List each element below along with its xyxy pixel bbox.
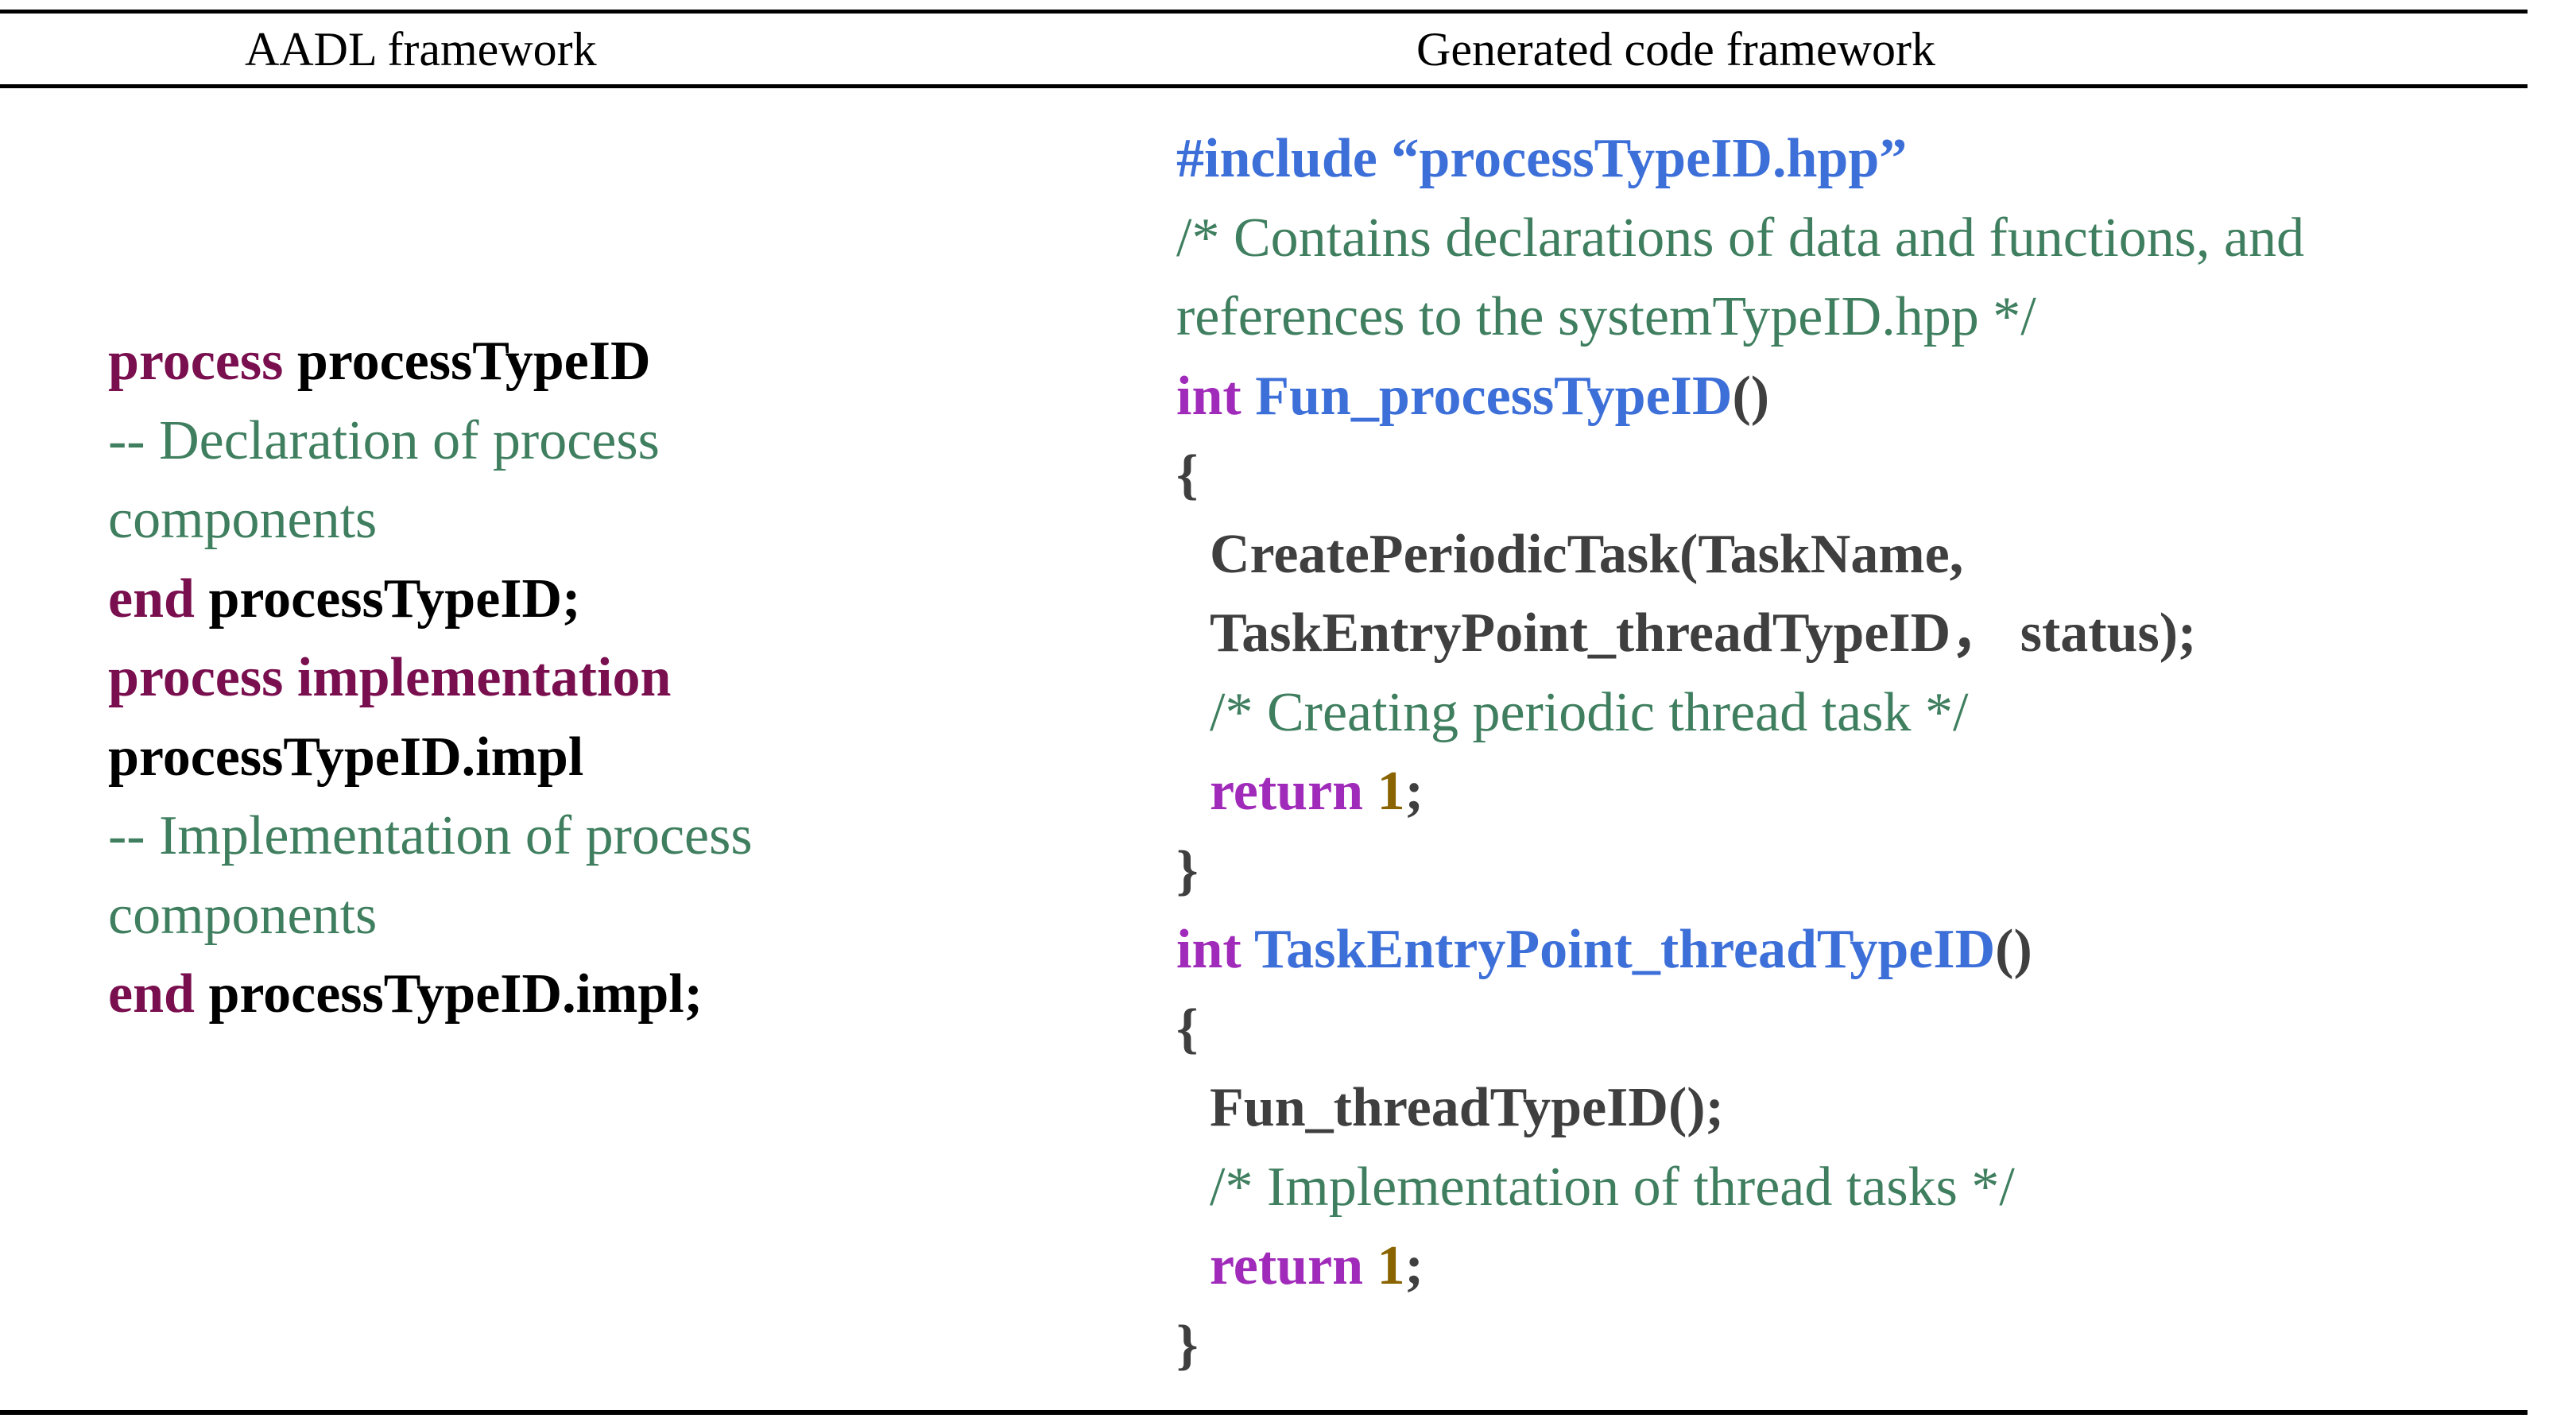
code-keyword-return: return — [1210, 761, 1364, 822]
code-line-fun-thread-call: Fun_threadTypeID(); — [1210, 1077, 1724, 1138]
code-line-return-1: return 1; — [1176, 752, 2304, 831]
aadl-identifier: processTypeID; — [194, 568, 581, 630]
aadl-line-9: end processTypeID.impl; — [108, 955, 753, 1034]
code-keyword-int: int — [1176, 365, 1242, 427]
bottom-rule — [0, 1410, 2528, 1415]
aadl-keyword: process — [108, 331, 284, 392]
generated-code-block: #include “processTypeID.hpp” /* Contains… — [1176, 119, 2304, 1385]
code-line-create-task-args: TaskEntryPoint_threadTypeID， status); — [1210, 603, 2197, 664]
code-keyword-return: return — [1210, 1235, 1364, 1296]
code-line-open-brace: { — [1176, 444, 1199, 506]
code-line-comment-4: /* Implementation of thread tasks */ — [1210, 1156, 2015, 1218]
top-rule — [0, 10, 2528, 14]
aadl-line-1: process processTypeID — [108, 322, 753, 401]
code-line-task-entry-signature: int TaskEntryPoint_threadTypeID() — [1176, 910, 2304, 990]
code-line-comment-3: /* Creating periodic thread task */ — [1210, 681, 1969, 743]
header-generated-code-framework: Generated code framework — [1416, 23, 1935, 76]
aadl-line-4: end processTypeID; — [108, 560, 753, 639]
code-function-name: Fun_processTypeID — [1241, 365, 1733, 427]
code-line-comment-1: /* Contains declarations of data and fun… — [1176, 207, 2305, 269]
code-line-fun-process-signature: int Fun_processTypeID() — [1176, 357, 2304, 436]
aadl-identifier: processTypeID — [283, 331, 651, 392]
code-number: 1 — [1363, 1235, 1405, 1296]
code-line-comment-2: references to the systemTypeID.hpp */ — [1176, 286, 2036, 347]
code-parens: () — [1732, 365, 1770, 427]
code-function-name: TaskEntryPoint_threadTypeID — [1241, 919, 1996, 980]
aadl-keyword: end — [108, 568, 195, 630]
aadl-line-6: processTypeID.impl — [108, 726, 584, 788]
aadl-line-5: process implementation — [108, 647, 672, 708]
code-line-close-brace: } — [1176, 1314, 1199, 1376]
code-semicolon: ; — [1404, 1235, 1424, 1296]
aadl-identifier: processTypeID.impl; — [194, 963, 703, 1025]
code-number: 1 — [1363, 761, 1405, 822]
code-line-close-brace: } — [1176, 839, 1199, 901]
code-line-include: #include “processTypeID.hpp” — [1176, 128, 1908, 189]
header-rule — [0, 84, 2528, 88]
aadl-line-3: components — [108, 489, 378, 550]
code-line-return-2: return 1; — [1176, 1226, 2304, 1306]
code-keyword-int: int — [1176, 919, 1242, 980]
code-parens: () — [1995, 919, 2032, 980]
header-aadl-framework: AADL framework — [245, 23, 597, 76]
aadl-code-block: process processTypeID -- Declaration of … — [108, 322, 753, 1034]
aadl-line-8: components — [108, 884, 378, 946]
code-line-create-task: CreatePeriodicTask(TaskName, — [1210, 523, 1964, 585]
aadl-line-7: -- Implementation of process — [108, 805, 753, 866]
code-line-open-brace: { — [1176, 998, 1199, 1060]
aadl-keyword: end — [108, 963, 195, 1025]
aadl-line-2: -- Declaration of process — [108, 409, 660, 471]
code-semicolon: ; — [1404, 761, 1424, 822]
